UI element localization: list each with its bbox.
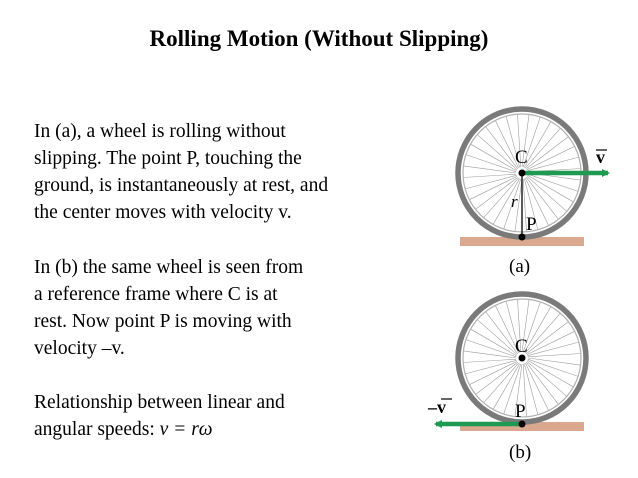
spoke bbox=[469, 361, 518, 385]
spoke bbox=[514, 363, 523, 417]
spoke bbox=[524, 363, 539, 415]
ground-strip bbox=[460, 237, 584, 246]
spoke bbox=[526, 361, 567, 397]
spoke bbox=[527, 358, 579, 377]
center-point bbox=[518, 354, 526, 362]
center-point bbox=[518, 169, 526, 177]
center-label: C bbox=[515, 147, 528, 168]
spoke bbox=[527, 353, 581, 358]
contact-label: P bbox=[526, 214, 537, 235]
spoke bbox=[495, 120, 519, 169]
spoke bbox=[503, 363, 522, 415]
spoke bbox=[465, 360, 517, 375]
caption-a: (a) bbox=[509, 256, 530, 277]
text-line: velocity –v. bbox=[34, 338, 125, 359]
text-segment: angular speeds: bbox=[34, 419, 160, 440]
spoke bbox=[505, 301, 520, 353]
spoke bbox=[465, 175, 517, 190]
spoke bbox=[463, 350, 517, 359]
spoke bbox=[527, 175, 574, 203]
spoke bbox=[526, 176, 567, 212]
wheel-spokes bbox=[463, 299, 581, 417]
spoke bbox=[463, 165, 517, 174]
spoke bbox=[525, 177, 549, 226]
radius-label: r bbox=[511, 192, 518, 211]
text-line: rest. Now point P is moving with bbox=[34, 311, 292, 332]
spoke bbox=[465, 339, 517, 358]
spoke bbox=[527, 360, 574, 388]
paragraph-rolling-explanation: In (a), a wheel is rolling without slipp… bbox=[34, 118, 328, 226]
spoke bbox=[463, 358, 517, 363]
spoke bbox=[526, 136, 569, 169]
spoke bbox=[526, 321, 569, 354]
spoke bbox=[463, 173, 517, 178]
spoke bbox=[483, 177, 519, 218]
spoke bbox=[469, 176, 518, 200]
contact-point bbox=[518, 233, 526, 241]
wheel-rim bbox=[462, 298, 582, 418]
spoke bbox=[527, 173, 579, 192]
spoke bbox=[514, 178, 523, 232]
spoke bbox=[485, 311, 518, 354]
contact-label: P bbox=[515, 401, 526, 422]
spoke bbox=[526, 331, 575, 355]
spoke bbox=[524, 178, 539, 230]
caption-b: (b) bbox=[509, 442, 531, 463]
spoke bbox=[475, 177, 518, 210]
equation: v = rω bbox=[159, 419, 213, 440]
spoke bbox=[517, 299, 522, 353]
spoke bbox=[492, 178, 520, 225]
slide-title: Rolling Motion (Without Slipping) bbox=[149, 26, 489, 51]
figure-a-wheel: C r P v (a) bbox=[455, 106, 610, 277]
spoke bbox=[521, 299, 530, 353]
spoke bbox=[526, 146, 575, 170]
text-line: a reference frame where C is at bbox=[34, 284, 278, 305]
spoke bbox=[475, 362, 518, 395]
center-label: C bbox=[515, 336, 528, 357]
spoke bbox=[465, 154, 517, 173]
spoke bbox=[524, 306, 552, 353]
text-line: In (a), a wheel is rolling without bbox=[34, 121, 286, 142]
spoke bbox=[495, 305, 519, 354]
spoke bbox=[505, 116, 520, 168]
spoke bbox=[525, 362, 549, 411]
velocity-label: –v bbox=[427, 397, 446, 417]
spoke bbox=[517, 114, 522, 168]
text-line: ground, is instantaneously at rest, and bbox=[34, 175, 329, 196]
spoke bbox=[477, 134, 518, 170]
spoke bbox=[522, 363, 527, 417]
spoke bbox=[522, 116, 541, 168]
spoke bbox=[524, 121, 552, 168]
spoke bbox=[522, 301, 541, 353]
spoke bbox=[483, 362, 519, 403]
text-line: the center moves with velocity v. bbox=[34, 202, 292, 223]
wheel-spokes bbox=[463, 114, 581, 232]
spoke bbox=[470, 328, 517, 356]
spoke bbox=[526, 362, 559, 405]
spoke bbox=[477, 319, 518, 355]
spoke bbox=[492, 363, 520, 410]
contact-point bbox=[518, 420, 526, 428]
paragraph-speed-relation: Relationship between linear and angular … bbox=[34, 389, 285, 443]
spoke bbox=[521, 114, 530, 168]
spoke bbox=[485, 126, 518, 169]
spoke bbox=[525, 313, 561, 354]
spoke bbox=[470, 143, 517, 171]
text-line: slipping. The point P, touching the bbox=[34, 148, 302, 169]
paragraph-reference-frame: In (b) the same wheel is seen from a ref… bbox=[34, 254, 303, 362]
spoke bbox=[526, 177, 559, 220]
text-line: In (b) the same wheel is seen from bbox=[34, 257, 304, 278]
spoke bbox=[527, 341, 579, 356]
spoke bbox=[503, 178, 522, 230]
spoke bbox=[527, 156, 579, 171]
spoke bbox=[522, 178, 527, 232]
text-line: Relationship between linear and bbox=[34, 392, 285, 413]
spoke bbox=[527, 357, 581, 366]
text-line: angular speeds: v = rω bbox=[34, 416, 285, 443]
velocity-label: v bbox=[596, 147, 605, 167]
spoke bbox=[525, 128, 561, 169]
figure-b-wheel: C P –v (b) bbox=[427, 291, 589, 463]
